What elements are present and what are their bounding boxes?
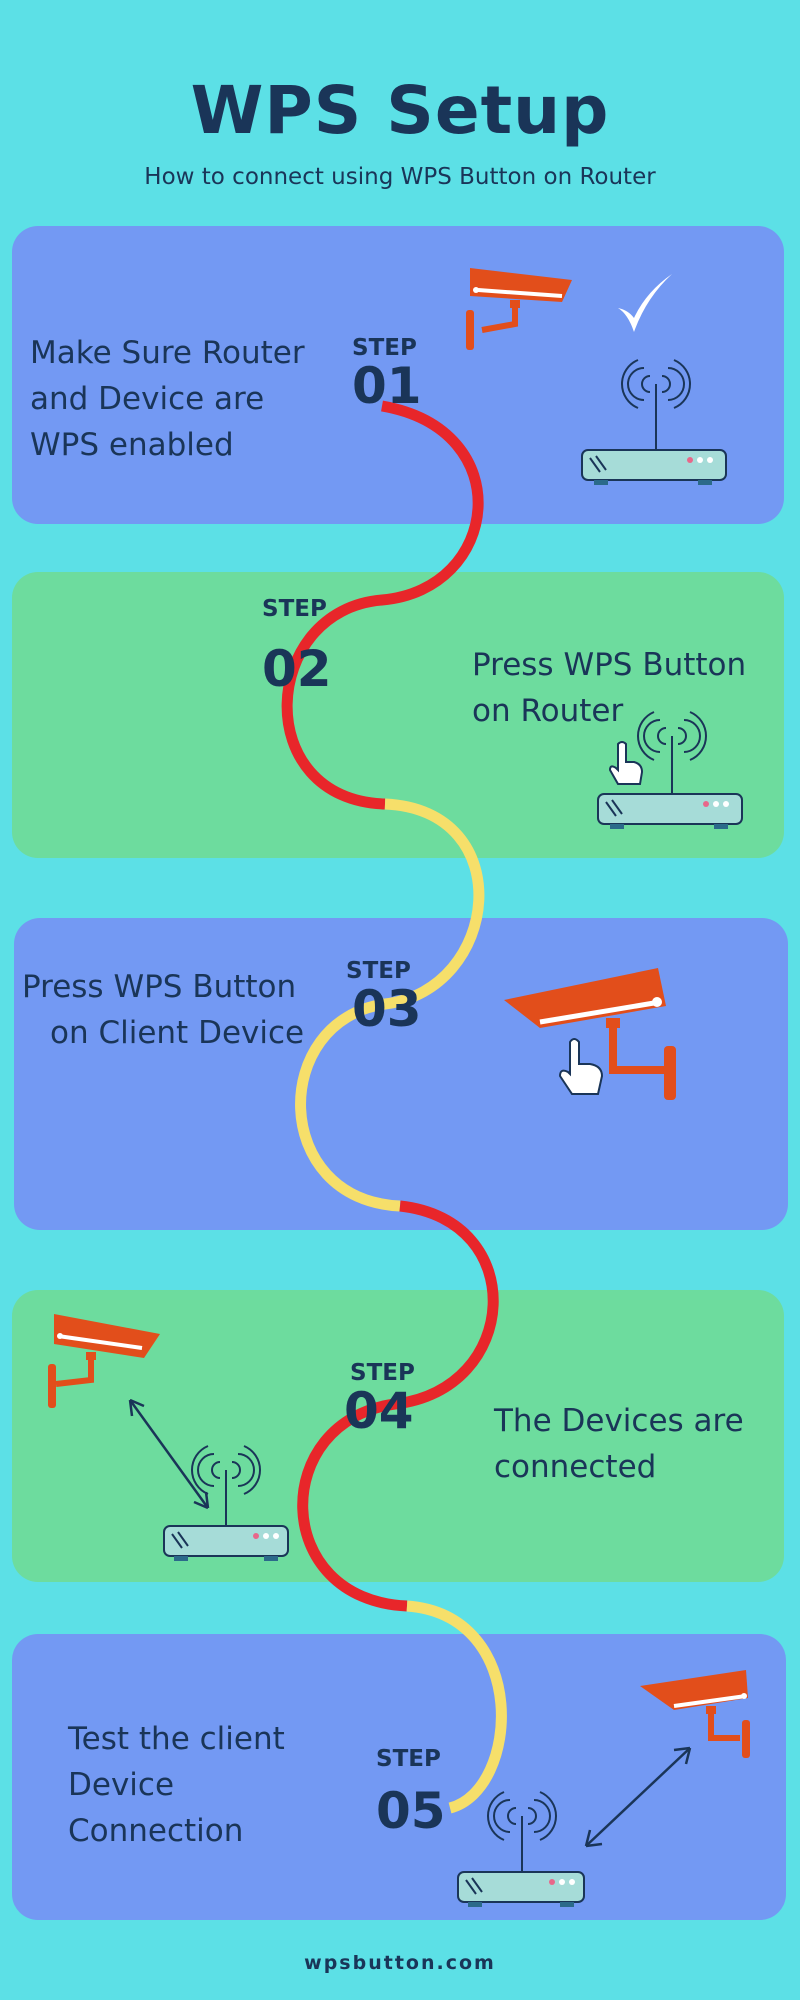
page-title: WPS Setup: [190, 72, 610, 149]
step-4-label: STEP: [350, 1360, 415, 1386]
hand-pointer-icon: [558, 1038, 604, 1095]
step-5-line: Test the client: [68, 1721, 285, 1757]
camera-icon: [504, 968, 676, 1100]
router-icon: [581, 359, 727, 485]
hand-pointer-icon: [608, 741, 644, 785]
step-1-number: 01: [352, 357, 422, 415]
footer-website: wpsbutton.com: [304, 1952, 496, 1974]
checkmark-icon: [618, 274, 672, 332]
path-segment-3: [297, 1200, 499, 1612]
step-5-number: 05: [376, 1782, 446, 1840]
page-subtitle: How to connect using WPS Button on Route…: [144, 164, 656, 190]
step-2-line: Press WPS Button: [472, 647, 747, 683]
camera-icon: [640, 1670, 750, 1758]
step-4-line: The Devices are: [494, 1403, 744, 1439]
double-arrow-icon: [584, 1746, 692, 1848]
step-3-line: Press WPS Button: [22, 969, 297, 1005]
router-icon: [597, 711, 743, 829]
step-3-number: 03: [352, 980, 422, 1038]
path-segment-2: [295, 798, 485, 1212]
camera-icon: [466, 268, 572, 350]
step-3-line: on Client Device: [50, 1015, 305, 1051]
path-segment-1: [281, 400, 484, 810]
step-4-text: The Devices are connected: [494, 1398, 784, 1490]
step-1-label: STEP: [352, 335, 417, 361]
router-icon: [457, 1791, 585, 1907]
step-2-label: STEP: [262, 596, 327, 622]
step-4-number: 04: [344, 1382, 414, 1440]
step-4-line: connected: [494, 1449, 657, 1485]
step-2-number: 02: [262, 640, 332, 698]
router-icon: [163, 1445, 289, 1561]
step-5-line: Connection: [68, 1813, 244, 1849]
step-5-text: Test the client Device Connection: [68, 1716, 368, 1854]
step-3-text: Press WPS Button on Client Device: [22, 964, 342, 1056]
step-3-label: STEP: [346, 958, 411, 984]
step-2-text: Press WPS Button on Router: [472, 642, 772, 734]
path-segment-4: [406, 1600, 507, 1814]
step-5-line: Device: [68, 1767, 175, 1803]
camera-icon: [48, 1314, 160, 1408]
step-1-line: and Device are: [30, 381, 265, 417]
step-1-line: WPS enabled: [30, 427, 234, 463]
step-5-label: STEP: [376, 1746, 441, 1772]
step-2-line: on Router: [472, 693, 624, 729]
step-5-panel: [12, 1634, 786, 1920]
step-1-line: Make Sure Router: [30, 335, 305, 371]
double-arrow-icon: [128, 1398, 210, 1510]
step-1-text: Make Sure Router and Device are WPS enab…: [30, 330, 350, 468]
